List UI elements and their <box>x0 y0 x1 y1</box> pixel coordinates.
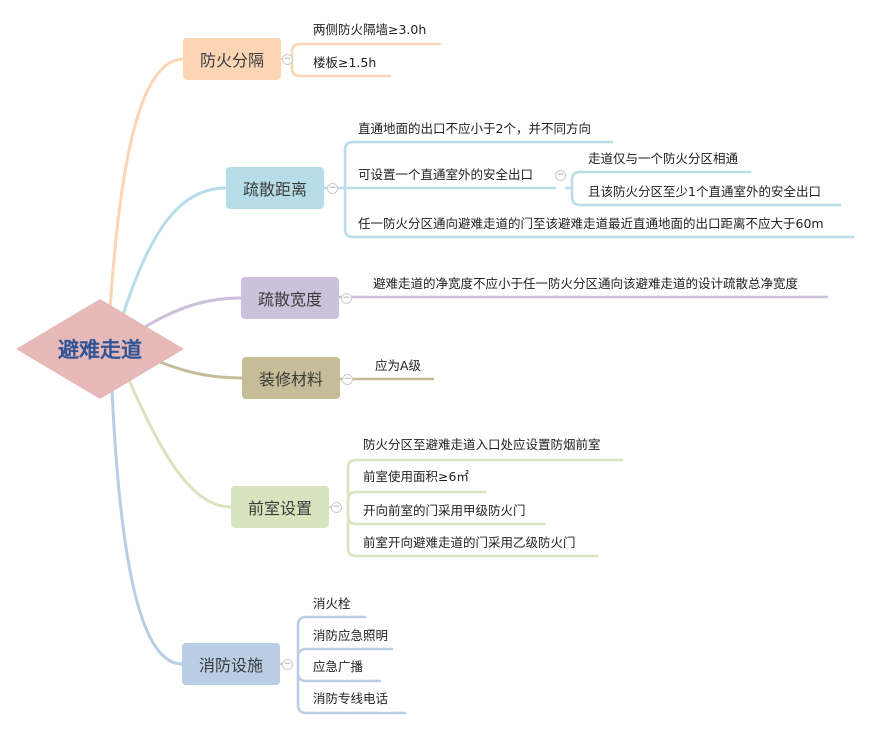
subtopic[interactable]: 消防专线电话 <box>313 691 389 706</box>
topic-anteroom-settings[interactable]: 前室设置 <box>231 486 329 528</box>
subtopic[interactable]: 直通地面的出口不应小于2个，并不同方向 <box>358 121 591 136</box>
subtopic[interactable]: 开向前室的门采用甲级防火门 <box>363 503 526 518</box>
subtopic[interactable]: 前室开向避难走道的门采用乙级防火门 <box>363 535 576 550</box>
collapse-toggle-icon[interactable]: − <box>555 170 566 181</box>
central-topic[interactable]: 避难走道 <box>16 299 184 399</box>
subtopic[interactable]: 应为A级 <box>375 358 422 373</box>
topic-decoration-materials[interactable]: 装修材料 <box>242 357 340 399</box>
subtopic[interactable]: 楼板≥1.5h <box>313 55 377 70</box>
subtopic[interactable]: 避难走道的净宽度不应小于任一防火分区通向该避难走道的设计疏散总净宽度 <box>373 276 799 291</box>
collapse-toggle-icon[interactable]: − <box>342 374 353 385</box>
topic-evacuation-width[interactable]: 疏散宽度 <box>241 277 339 319</box>
subtopic[interactable]: 防火分区至避难走道入口处应设置防烟前室 <box>363 437 601 452</box>
collapse-toggle-icon[interactable]: − <box>327 183 338 194</box>
subtopic[interactable]: 消防应急照明 <box>313 628 389 643</box>
subtopic[interactable]: 应急广播 <box>313 659 364 674</box>
subtopic[interactable]: 可设置一个直通室外的安全出口 <box>358 167 534 182</box>
collapse-toggle-icon[interactable]: − <box>282 659 293 670</box>
collapse-toggle-icon[interactable]: − <box>282 54 293 65</box>
subtopic[interactable]: 且该防火分区至少1个直通室外的安全出口 <box>588 184 821 199</box>
center-diamond <box>16 299 184 399</box>
topic-fire-facilities[interactable]: 消防设施 <box>182 643 280 685</box>
subtopic[interactable]: 消火栓 <box>313 596 351 611</box>
subtopic[interactable]: 前室使用面积≥6㎡ <box>363 469 469 484</box>
collapse-toggle-icon[interactable]: − <box>331 502 342 513</box>
subtopic[interactable]: 任一防火分区通向避难走道的门至该避难走道最近直通地面的出口距离不应大于60m <box>358 216 824 231</box>
central-topic-label: 避难走道 <box>58 338 142 362</box>
subtopic[interactable]: 走道仅与一个防火分区相通 <box>588 151 739 166</box>
subtopic[interactable]: 两侧防火隔墙≥3.0h <box>313 22 427 37</box>
collapse-toggle-icon[interactable]: − <box>341 293 352 304</box>
topic-fire-separation[interactable]: 防火分隔 <box>183 38 281 80</box>
topic-evacuation-distance[interactable]: 疏散距离 <box>226 167 324 209</box>
